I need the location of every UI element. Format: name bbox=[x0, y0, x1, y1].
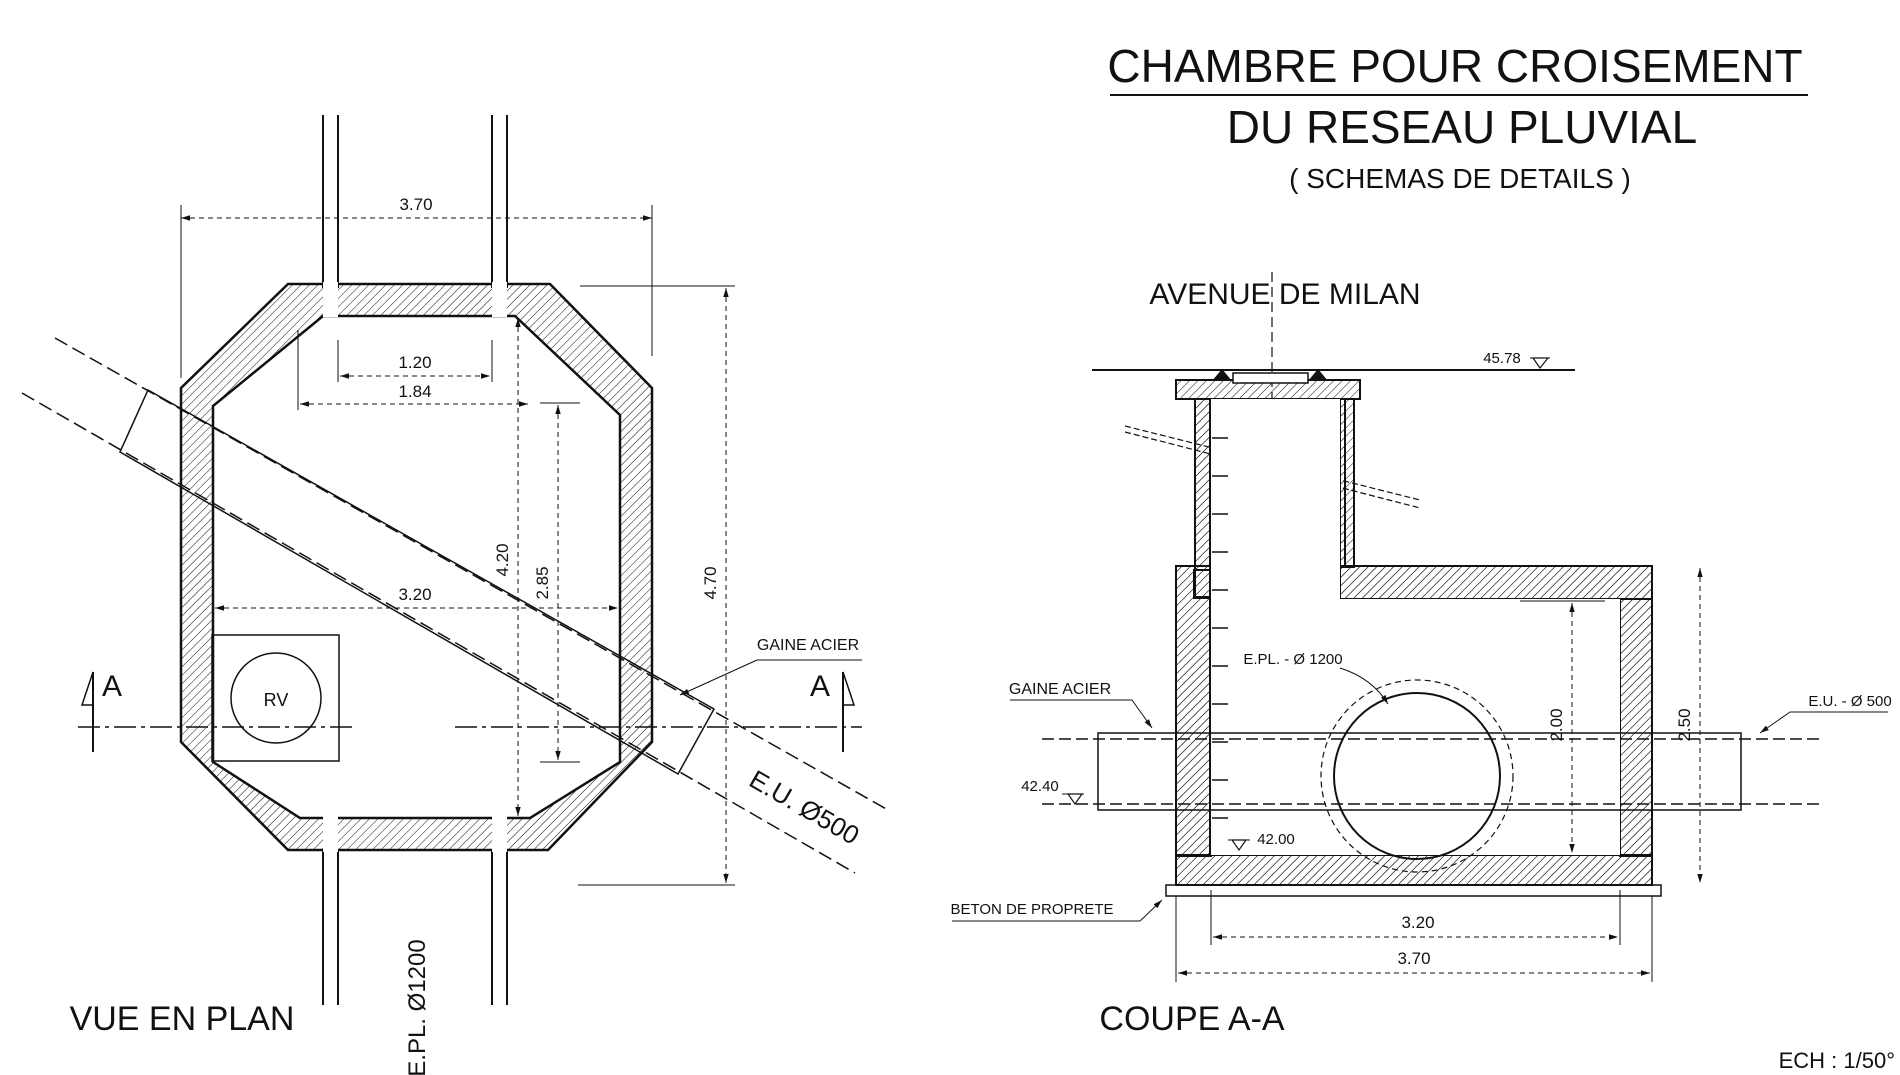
svg-text:2.85: 2.85 bbox=[533, 566, 552, 599]
plan-dim-3-20: 3.20 bbox=[215, 585, 618, 611]
section-eu-pipe-diagonal bbox=[1124, 425, 1421, 509]
plan-section-marker-left: A bbox=[80, 670, 122, 752]
svg-text:E.U. - Ø 500: E.U. - Ø 500 bbox=[1808, 693, 1891, 710]
plan-gaine-leader: GAINE ACIER bbox=[679, 637, 862, 696]
svg-text:2.00: 2.00 bbox=[1547, 708, 1566, 741]
plan-eu-label: E.U. Ø500 bbox=[744, 764, 864, 851]
plan-epl-label: E.PL. Ø1200 bbox=[404, 939, 431, 1075]
section-level-bottom: 42.00 bbox=[1228, 831, 1295, 852]
title-line-3: ( SCHEMAS DE DETAILS ) bbox=[1289, 163, 1631, 194]
plan-view: RV A A 3.70 1.20 bbox=[21, 115, 889, 1075]
plan-dim-1-20: 1.20 bbox=[337, 340, 493, 382]
plan-rv-circle bbox=[230, 652, 322, 744]
svg-text:4.70: 4.70 bbox=[701, 566, 720, 599]
section-cover bbox=[1175, 369, 1361, 400]
section-eu-leader: E.U. - Ø 500 bbox=[1759, 693, 1892, 734]
section-beton-leader: BETON DE PROPRETE bbox=[950, 899, 1163, 922]
plan-section-marker-right: A bbox=[810, 670, 856, 752]
svg-text:2.50: 2.50 bbox=[1675, 708, 1694, 741]
svg-text:42.00: 42.00 bbox=[1257, 831, 1295, 848]
section-street-label: AVENUE DE MILAN bbox=[1149, 278, 1420, 311]
svg-text:4.20: 4.20 bbox=[493, 543, 512, 576]
svg-text:3.20: 3.20 bbox=[1401, 913, 1434, 932]
svg-text:1.84: 1.84 bbox=[398, 382, 431, 401]
svg-text:3.70: 3.70 bbox=[1397, 949, 1430, 968]
section-dim-2-00: 2.00 bbox=[1520, 600, 1605, 853]
section-dim-2-50: 2.50 bbox=[1675, 568, 1703, 883]
plan-epl-pipe bbox=[322, 115, 508, 1005]
svg-text:GAINE ACIER: GAINE ACIER bbox=[1009, 681, 1111, 698]
svg-text:42.40: 42.40 bbox=[1021, 778, 1059, 795]
section-epl-leader: E.PL. - Ø 1200 bbox=[1243, 651, 1389, 705]
title-line-1: CHAMBRE POUR CROISEMENT bbox=[1107, 40, 1802, 92]
plan-rv-box bbox=[211, 634, 340, 762]
plan-rv-label: RV bbox=[264, 690, 289, 710]
plan-dim-4-20: 4.20 bbox=[493, 318, 521, 816]
plan-chamber-wall bbox=[179, 282, 654, 852]
plan-eu-pipe bbox=[21, 337, 889, 874]
svg-text:GAINE ACIER: GAINE ACIER bbox=[757, 637, 859, 654]
section-beton-slab bbox=[1165, 884, 1662, 897]
svg-text:E.PL. - Ø 1200: E.PL. - Ø 1200 bbox=[1243, 651, 1342, 668]
plan-view-label: VUE EN PLAN bbox=[70, 1000, 295, 1038]
section-dim-3-70: 3.70 bbox=[1175, 896, 1653, 982]
svg-text:3.20: 3.20 bbox=[398, 585, 431, 604]
title-block: CHAMBRE POUR CROISEMENT DU RESEAU PLUVIA… bbox=[1107, 40, 1808, 194]
section-eu-pipe bbox=[1042, 732, 1822, 811]
section-dim-3-20: 3.20 bbox=[1210, 890, 1621, 945]
svg-text:1.20: 1.20 bbox=[398, 353, 431, 372]
plan-dim-width: 3.70 bbox=[180, 195, 653, 378]
section-ladder bbox=[1212, 437, 1228, 819]
svg-text:BETON DE PROPRETE: BETON DE PROPRETE bbox=[950, 901, 1113, 918]
svg-text:45.78: 45.78 bbox=[1483, 350, 1521, 367]
plan-dim-4-70: 4.70 bbox=[578, 285, 735, 886]
section-view: AVENUE DE MILAN 45.78 bbox=[950, 272, 1892, 1038]
svg-text:A: A bbox=[102, 670, 122, 703]
svg-text:A: A bbox=[810, 670, 830, 703]
section-epl-pipe bbox=[1333, 692, 1501, 860]
scale-label: ECH : 1/50° bbox=[1779, 1048, 1895, 1073]
plan-dim-2-85: 2.85 bbox=[533, 402, 580, 763]
section-level-pipe: 42.40 bbox=[1021, 778, 1084, 806]
section-gaine-leader: GAINE ACIER bbox=[1009, 681, 1153, 729]
svg-text:3.70: 3.70 bbox=[399, 195, 432, 214]
plan-dim-1-84: 1.84 bbox=[297, 330, 528, 410]
section-view-label: COUPE A-A bbox=[1099, 1000, 1284, 1038]
section-epl-pipe-outer bbox=[1320, 679, 1514, 873]
section-level-top: 45.78 bbox=[1483, 350, 1550, 370]
title-line-2: DU RESEAU PLUVIAL bbox=[1227, 101, 1697, 153]
